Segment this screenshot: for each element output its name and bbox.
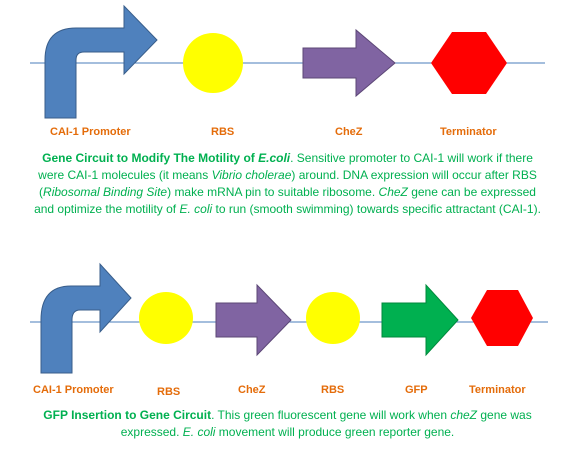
- label-chez-1: CheZ: [335, 126, 363, 138]
- caption-2-text3: movement will produce green reporter gen…: [215, 425, 455, 439]
- caption-2-text1: . This green fluorescent gene will work …: [211, 408, 451, 422]
- caption-1-title: Gene Circuit to Modify The Motility of: [42, 151, 259, 165]
- caption-1-italic2: Ribosomal Binding Site: [43, 185, 168, 199]
- rbs-circle-2a: [139, 292, 193, 344]
- promoter-arrow-1: [44, 4, 158, 119]
- caption-2-italic2: E. coli: [182, 425, 216, 439]
- caption-1-text3: ) make mRNA pin to suitable ribosome.: [167, 185, 379, 199]
- label-terminator-1: Terminator: [440, 126, 497, 138]
- rbs-circle-1: [183, 33, 243, 93]
- terminator-hexagon-1: [431, 32, 507, 94]
- caption-1-text5: to run (smooth swimming) towards specifi…: [212, 202, 541, 216]
- caption-1-text2: ) around. DNA expression will occur afte…: [39, 168, 537, 199]
- caption-1-italic1: Vibrio cholerae: [211, 168, 292, 182]
- rbs-circle-2b: [306, 292, 360, 344]
- caption-circuit-1: Gene Circuit to Modify The Motility of E…: [30, 150, 545, 218]
- caption-1-italic4: E. coli: [179, 202, 213, 216]
- caption-circuit-2: GFP Insertion to Gene Circuit. This gree…: [30, 407, 545, 441]
- caption-2-text2: gene was expressed.: [120, 408, 532, 439]
- caption-2-title: GFP Insertion to Gene Circuit: [43, 408, 212, 422]
- caption-1-title-italic: E.coli: [258, 151, 291, 165]
- caption-1-text1: . Sensitive promoter to CAI-1 will work …: [38, 151, 533, 182]
- caption-1-text4: gene can be expressed and optimize the m…: [34, 185, 536, 216]
- chez-arrow-2: [215, 283, 292, 357]
- caption-1-italic3: CheZ: [378, 185, 408, 199]
- promoter-arrow-2: [40, 262, 132, 374]
- label-gfp: GFP: [405, 384, 428, 396]
- gfp-arrow: [381, 283, 459, 357]
- terminator-hexagon-2: [471, 290, 533, 346]
- label-promoter-2: CAI-1 Promoter: [33, 384, 114, 396]
- label-rbs-1: RBS: [211, 126, 235, 138]
- chez-arrow-1: [302, 28, 396, 98]
- label-promoter-1: CAI-1 Promoter: [50, 126, 131, 138]
- label-chez-2: CheZ: [238, 384, 266, 396]
- caption-2-italic1: cheZ: [450, 408, 478, 422]
- label-rbs-2b: RBS: [321, 384, 345, 396]
- label-rbs-2a: RBS: [157, 386, 181, 398]
- label-terminator-2: Terminator: [469, 384, 526, 396]
